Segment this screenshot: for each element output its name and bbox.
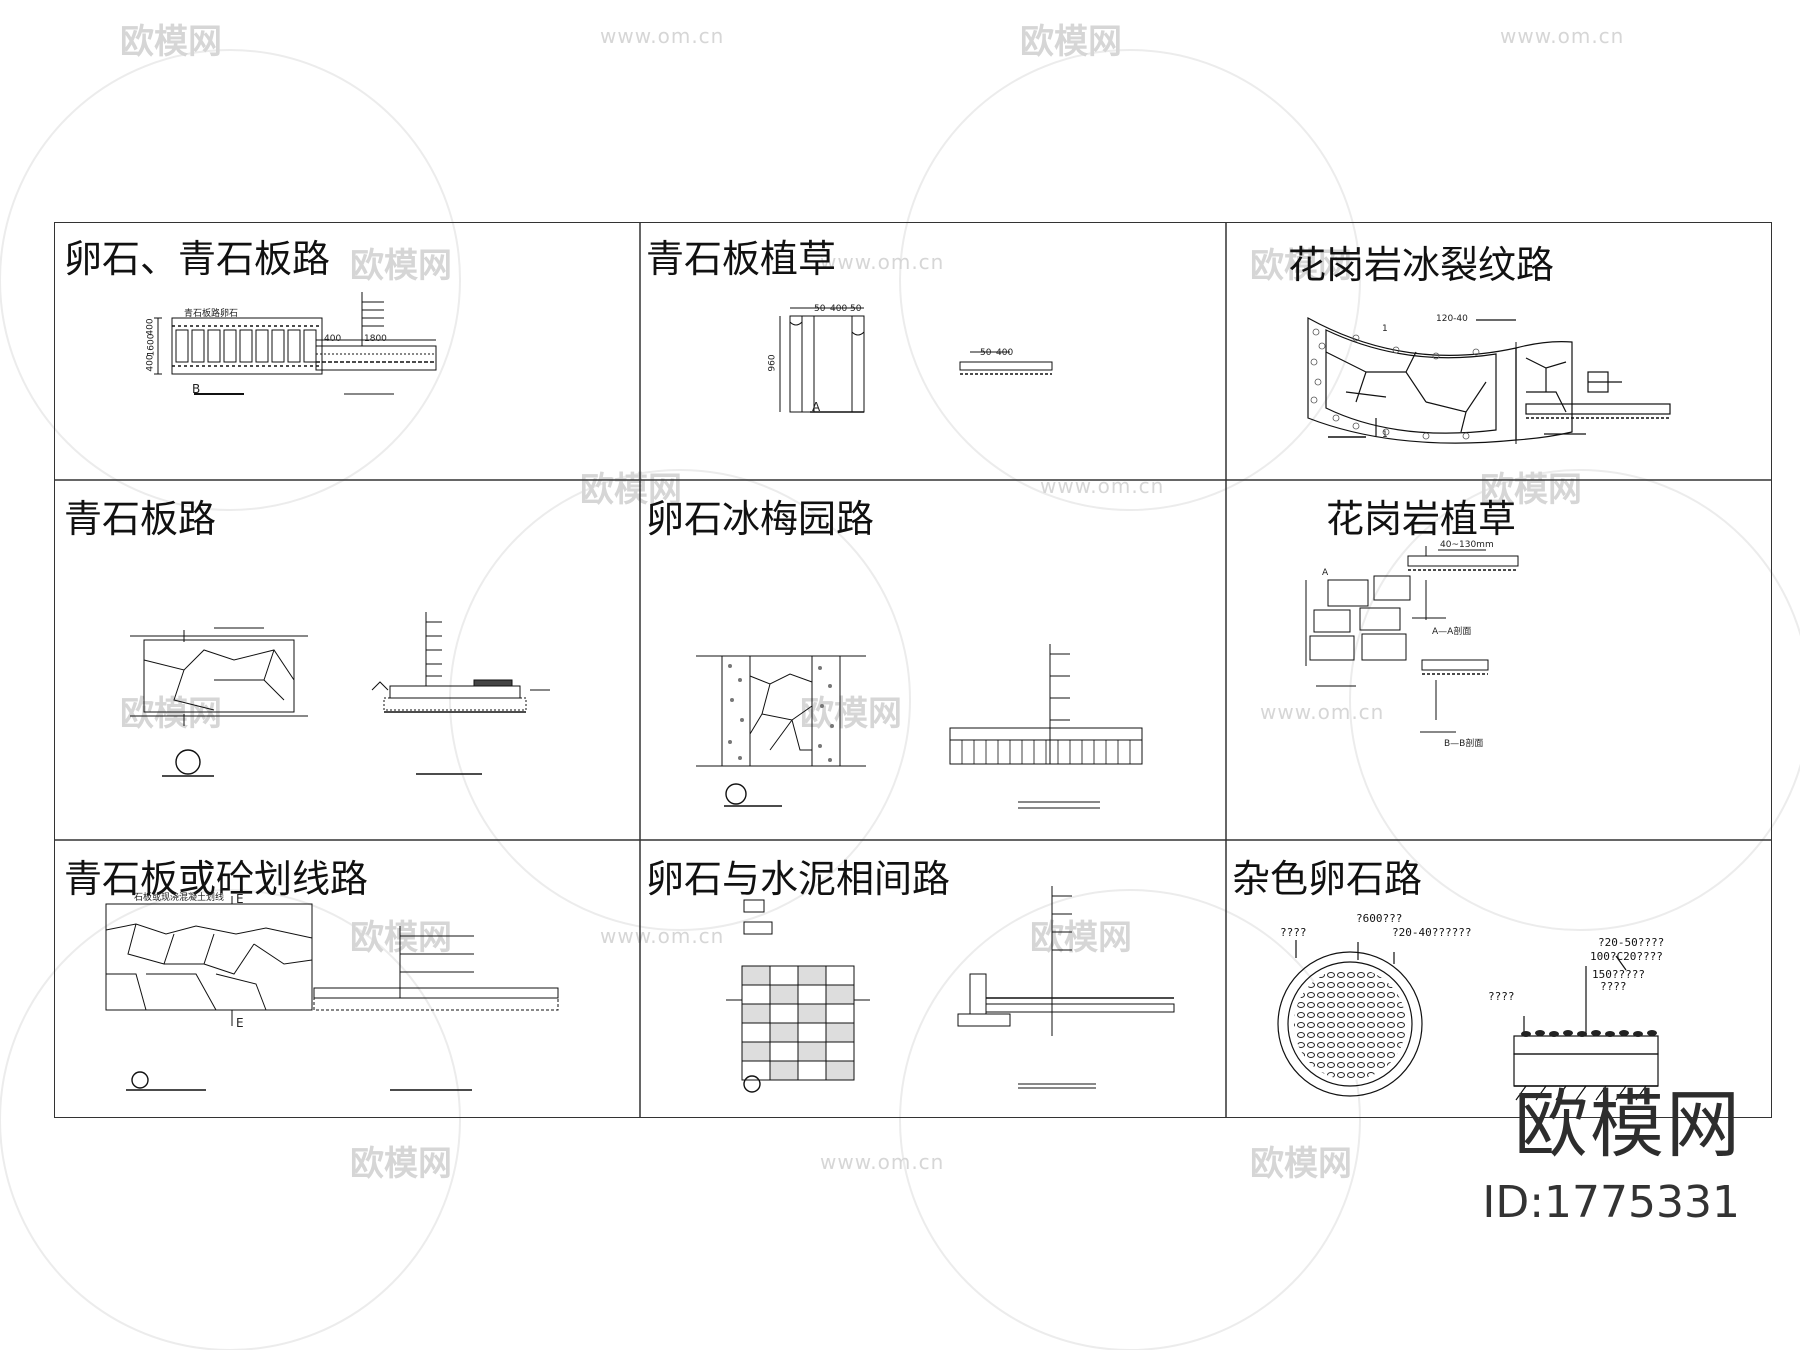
dimension-label: 1600 [146, 333, 157, 357]
watermark-text: 欧模网 [350, 246, 452, 286]
dimension-label: 400 [324, 334, 342, 344]
section-marker-label: E [236, 892, 244, 906]
section-marker-label: B [192, 382, 201, 396]
cell-title: 卵石与水泥相间路 [646, 857, 951, 901]
watermark-url: www.om.cn [1040, 474, 1165, 498]
dimension-label: 960 [767, 354, 778, 372]
drawing-sheet-frame [54, 222, 1772, 1118]
callout-label: 150????? [1592, 968, 1645, 981]
section-marker-label: E [236, 1016, 244, 1030]
plan-and-section-drawing [726, 886, 1175, 1093]
detail-cell-bluestone-path [54, 480, 640, 840]
cell-title: 青石板路 [64, 497, 217, 541]
callout-label: 40~130mm [1440, 540, 1494, 550]
cell-title: 花岗岩植草 [1326, 497, 1517, 541]
section-caption: A—A剖面 [1432, 627, 1472, 637]
model-id-label: ID:1775331 [1482, 1177, 1740, 1228]
watermark-url: www.om.cn [1500, 24, 1625, 48]
dimension-label: 1800 [364, 334, 387, 344]
detail-cell-mixed-pebble: ???? ?600??? ?20-40?????? ?20-50???? 100… [1226, 840, 1772, 1118]
detail-cell-granite-ice-crack: 120-40 1 1 [1226, 222, 1772, 480]
dimension-label: 50 [850, 304, 862, 314]
dimension-label: 50 [980, 348, 992, 358]
watermark-text: 欧模网 [800, 694, 902, 734]
section-marker-label: A [1322, 568, 1329, 578]
watermark-text: 欧模网 [350, 918, 452, 958]
detail-cell-pebble-plum-path [640, 480, 1226, 840]
cell-title: 青石板或砼划线路 [64, 857, 369, 901]
watermark-text: 欧模网 [1250, 1144, 1352, 1184]
watermark-text: 欧模网 [1480, 470, 1582, 510]
plan-and-section-drawing [130, 612, 550, 777]
brand-watermark: 欧模网 [1514, 1082, 1742, 1168]
cell-title: 花岗岩冰裂纹路 [1288, 243, 1555, 287]
dimension-label: 400 [996, 348, 1014, 358]
section-marker-label: A [812, 400, 821, 414]
cell-title: 卵石、青石板路 [64, 237, 331, 281]
detail-cell-pebble-bluestone: 青石板路卵石 B 400 1600 400 1800 400 [54, 222, 640, 480]
dimension-label: 50 [814, 304, 826, 314]
cell-title: 卵石冰梅园路 [646, 497, 875, 541]
callout-label: 100?C20???? [1590, 950, 1663, 963]
plan-and-section-drawing [154, 292, 437, 395]
plan-and-section-drawing [1307, 316, 1671, 444]
dimension-label: 400 [830, 304, 848, 314]
drawing-label: 石板或现浇混凝土划线 [134, 893, 225, 903]
callout-label: ???? [1600, 980, 1627, 993]
plan-and-section-drawing [779, 307, 1053, 413]
section-marker-label: 1 [1382, 324, 1388, 334]
plan-and-section-drawing [1277, 940, 1659, 1101]
detail-cell-bluestone-or-concrete: 石板或现浇混凝土划线 E E [54, 840, 640, 1118]
callout-label: 120-40 [1436, 314, 1468, 324]
detail-cell-granite-grass: A 40~130mm A—A剖面 B—B剖面 [1226, 480, 1772, 840]
plan-and-section-drawing [105, 896, 559, 1091]
watermark-url: www.om.cn [820, 250, 945, 274]
detail-cell-pebble-cement-alternating [640, 840, 1226, 1118]
drawing-label: 青石板路卵石 [184, 309, 239, 319]
callout-label: ???? [1488, 990, 1515, 1003]
detail-cell-bluestone-grass: 50 400 50 960 A 50 400 [640, 222, 1226, 480]
callout-label: ?600??? [1356, 912, 1403, 925]
callout-label: ?20-40?????? [1392, 926, 1472, 939]
watermark-text: 欧模网 [350, 1144, 452, 1184]
plan-and-section-drawing [696, 644, 1143, 809]
watermark-url: www.om.cn [1260, 700, 1385, 724]
callout-label: ?20-50???? [1598, 936, 1665, 949]
callout-label: ???? [1280, 926, 1307, 939]
watermark-url: www.om.cn [820, 1150, 945, 1174]
section-caption: B—B剖面 [1444, 739, 1484, 749]
watermark-text: 欧模网 [120, 22, 222, 62]
watermark-text: 欧模网 [580, 470, 682, 510]
watermark-url: www.om.cn [600, 24, 725, 48]
watermark-url: www.om.cn [600, 924, 725, 948]
cell-title: 青石板植草 [646, 237, 837, 281]
watermark-text: 欧模网 [1020, 22, 1122, 62]
dimension-label: 400 [145, 354, 156, 372]
watermark-text: 欧模网 [120, 694, 222, 734]
plan-and-section-drawing [1305, 546, 1519, 733]
watermark-text: 欧模网 [1030, 918, 1132, 958]
cell-title: 杂色卵石路 [1232, 857, 1423, 901]
section-marker-label: 1 [1382, 430, 1388, 440]
watermark-text: 欧模网 [1250, 246, 1352, 286]
